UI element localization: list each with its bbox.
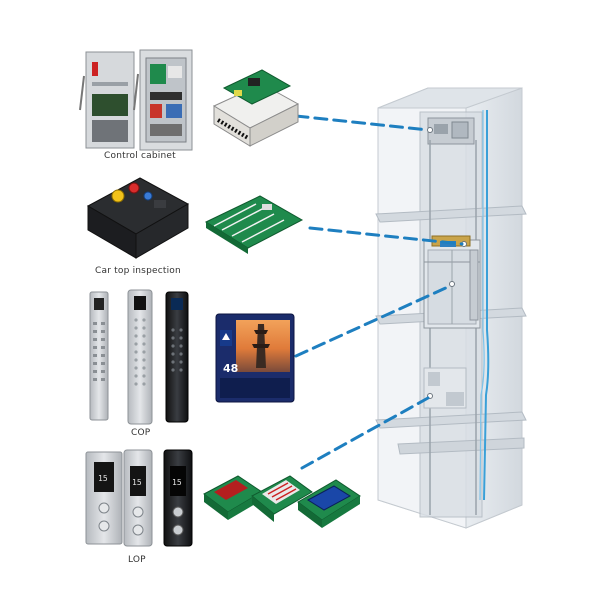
cop-label: COP [131, 428, 151, 438]
connector-line-lcd [294, 284, 452, 358]
lcd-floor-number: 48 [223, 362, 238, 375]
lop-label: LOP [128, 555, 146, 565]
control-board-image [212, 69, 300, 147]
connector-line-pcb [308, 226, 464, 246]
lop-floor-display-1: 15 [98, 474, 108, 483]
lop-floor-display-2: 15 [132, 478, 142, 487]
cop-panel-silver [89, 291, 109, 421]
elevator-shaft [375, 87, 527, 529]
lop-panels [85, 449, 193, 547]
lop-floor-display-3: 15 [172, 478, 182, 487]
display-pcbs [203, 475, 361, 528]
cop-panel-brushed [127, 289, 153, 425]
connector-line-control-board [294, 114, 430, 132]
car-top-inspection-label: Car top inspection [95, 266, 181, 276]
connector-lines [294, 114, 464, 470]
control-cabinet-image [79, 49, 193, 151]
display-pcb-matrix [251, 475, 313, 522]
control-cabinet-label: Control cabinet [104, 151, 176, 161]
display-pcb-lcd [297, 479, 361, 528]
cop-panels [89, 289, 189, 425]
car-top-inspection-image [86, 177, 190, 259]
car-top-pcb-image [204, 195, 304, 254]
cop-panel-black [165, 291, 189, 423]
connector-line-displays [300, 396, 430, 470]
lcd-display-image [215, 313, 295, 403]
